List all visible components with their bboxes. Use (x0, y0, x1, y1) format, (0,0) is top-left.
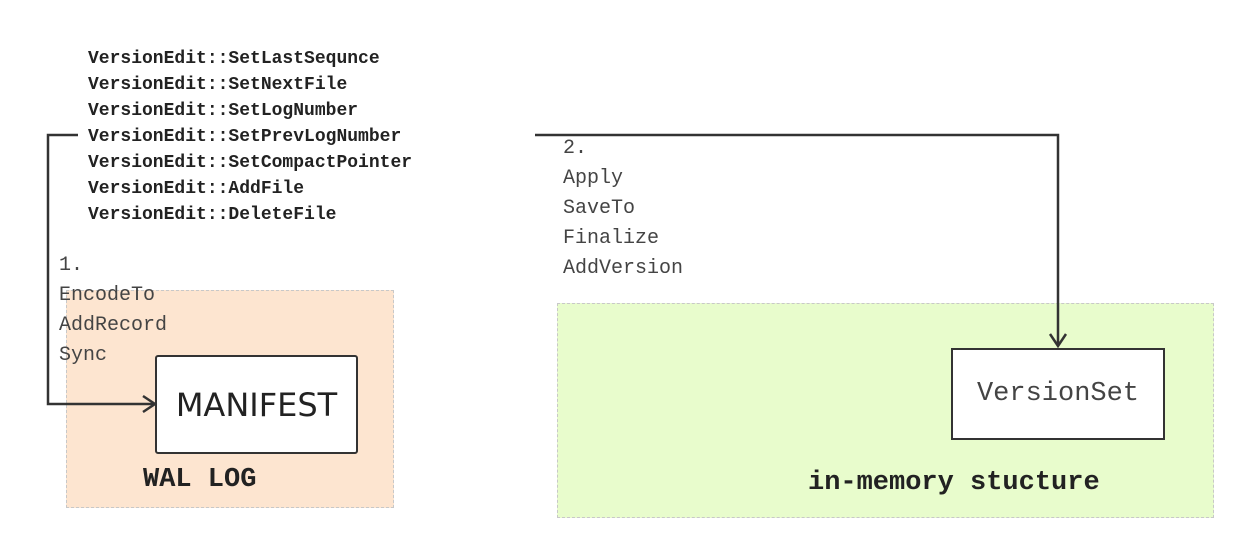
step2-number: 2. (563, 137, 588, 160)
step2-list: 2. Apply SaveTo Finalize AddVersion (563, 134, 683, 284)
method-set-compact-pointer: VersionEdit::SetCompactPointer (88, 153, 413, 173)
method-add-file: VersionEdit::AddFile (88, 179, 305, 199)
method-set-prev-log-number: VersionEdit::SetPrevLogNumber (88, 127, 402, 147)
method-set-next-file: VersionEdit::SetNextFile (88, 75, 348, 95)
in-memory-label: in-memory stucture (808, 468, 1100, 498)
arrow-to-version-set (535, 133, 1060, 345)
arrow-to-manifest (46, 133, 153, 406)
method-set-log-number: VersionEdit::SetLogNumber (88, 101, 359, 121)
wal-log-label: WAL LOG (143, 465, 257, 495)
step1-number: 1. (59, 254, 84, 277)
step1-add-record: AddRecord (59, 314, 168, 337)
step1-list: 1. EncodeTo AddRecord Sync (59, 251, 167, 371)
version-edit-method-list: VersionEdit::SetLastSequnce VersionEdit:… (88, 46, 412, 228)
manifest-box: MANIFEST (155, 355, 358, 454)
manifest-label: MANIFEST (175, 385, 338, 424)
method-delete-file: VersionEdit::DeleteFile (88, 205, 337, 225)
step1-sync: Sync (59, 344, 108, 367)
version-set-label: VersionSet (976, 379, 1140, 409)
step2-save-to: SaveTo (563, 197, 636, 220)
arrow-head-manifest-icon (142, 394, 158, 414)
arrow-head-version-set-icon (1048, 333, 1068, 349)
step2-finalize: Finalize (563, 227, 660, 250)
method-set-last-sequence: VersionEdit::SetLastSequnce (88, 49, 380, 69)
step1-encode-to: EncodeTo (59, 284, 156, 307)
step2-add-version: AddVersion (563, 257, 684, 280)
version-set-box: VersionSet (951, 348, 1165, 440)
step2-apply: Apply (563, 167, 624, 190)
